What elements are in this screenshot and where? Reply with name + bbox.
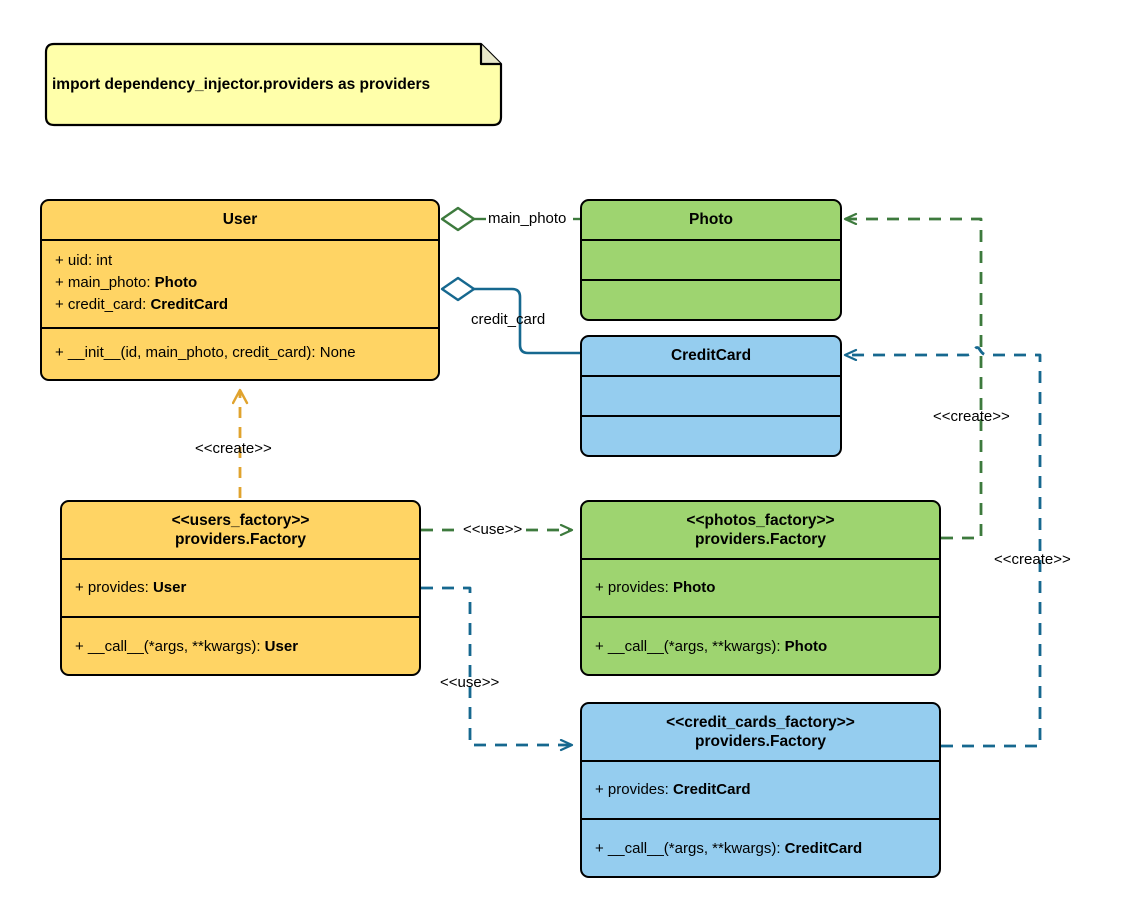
note-import: import dependency_injector.providers as … — [38, 42, 503, 127]
method-row: + __init__(id, main_photo, credit_card):… — [55, 344, 356, 362]
attribute-row: + provides: Photo — [595, 579, 716, 597]
class-box-credit-card[interactable]: CreditCard — [580, 335, 842, 457]
class-attributes-photo — [582, 241, 840, 281]
class-title-photo: Photo — [582, 201, 840, 241]
method-row: + __call__(*args, **kwargs): Photo — [595, 638, 828, 656]
class-name-credit-cards-factory: providers.Factory — [695, 733, 826, 750]
class-box-credit-cards-factory[interactable]: <<credit_cards_factory>> providers.Facto… — [580, 702, 941, 878]
edge-use-credit-cards-factory — [421, 586, 572, 745]
class-stereotype-credit-cards-factory: <<credit_cards_factory>> — [666, 713, 855, 731]
attribute-row: + uid: int — [55, 252, 113, 269]
class-methods-users-factory: + __call__(*args, **kwargs): User — [62, 618, 419, 674]
class-name-users-factory: providers.Factory — [175, 531, 306, 548]
class-box-user[interactable]: User + uid: int + main_photo: Photo + cr… — [40, 199, 440, 381]
class-attributes-photos-factory: + provides: Photo — [582, 560, 939, 618]
edge-label-main-photo: main_photo — [486, 210, 569, 227]
class-attributes-credit-cards-factory: + provides: CreditCard — [582, 762, 939, 820]
class-name-photos-factory: providers.Factory — [695, 531, 826, 548]
class-box-users-factory[interactable]: <<users_factory>> providers.Factory + pr… — [60, 500, 421, 676]
attribute-row: + provides: User — [75, 579, 187, 597]
class-title-photos-factory: <<photos_factory>> providers.Factory — [582, 502, 939, 560]
note-text: import dependency_injector.providers as … — [52, 75, 431, 93]
class-title-users-factory: <<users_factory>> providers.Factory — [62, 502, 419, 560]
edge-label-use-photos: <<use>> — [461, 521, 525, 538]
edge-label-create-credit-card: <<create>> — [994, 551, 1071, 568]
class-stereotype-users-factory: <<users_factory>> — [171, 511, 310, 529]
edge-label-create-photo: <<create>> — [933, 408, 1010, 425]
class-title-credit-card: CreditCard — [582, 337, 840, 377]
method-row: + __call__(*args, **kwargs): User — [75, 638, 299, 656]
class-stereotype-photos-factory: <<photos_factory>> — [686, 511, 835, 529]
class-name-photo: Photo — [689, 211, 733, 229]
class-attributes-credit-card — [582, 377, 840, 417]
class-methods-credit-cards-factory: + __call__(*args, **kwargs): CreditCard — [582, 820, 939, 876]
attribute-row: + main_photo: Photo — [55, 273, 198, 291]
edge-label-create-user: <<create>> — [195, 440, 272, 457]
attribute-row: + provides: CreditCard — [595, 781, 751, 799]
edge-label-credit-card: credit_card — [471, 311, 546, 328]
class-methods-user: + __init__(id, main_photo, credit_card):… — [42, 329, 438, 377]
class-name-credit-card: CreditCard — [670, 347, 752, 365]
edge-label-use-credit-cards: <<use>> — [440, 674, 500, 691]
class-methods-photo — [582, 281, 840, 319]
edge-create-photo — [845, 219, 983, 540]
class-name-user: User — [222, 211, 258, 229]
class-title-credit-cards-factory: <<credit_cards_factory>> providers.Facto… — [582, 704, 939, 762]
class-attributes-user: + uid: int + main_photo: Photo + credit_… — [42, 241, 438, 329]
class-methods-photos-factory: + __call__(*args, **kwargs): Photo — [582, 618, 939, 674]
class-box-photo[interactable]: Photo — [580, 199, 842, 321]
class-title-user: User — [42, 201, 438, 241]
method-row: + __call__(*args, **kwargs): CreditCard — [595, 840, 863, 858]
note-shape — [44, 42, 503, 127]
attribute-row: + credit_card: CreditCard — [55, 295, 228, 313]
class-methods-credit-card — [582, 417, 840, 455]
class-attributes-users-factory: + provides: User — [62, 560, 419, 618]
class-box-photos-factory[interactable]: <<photos_factory>> providers.Factory + p… — [580, 500, 941, 676]
